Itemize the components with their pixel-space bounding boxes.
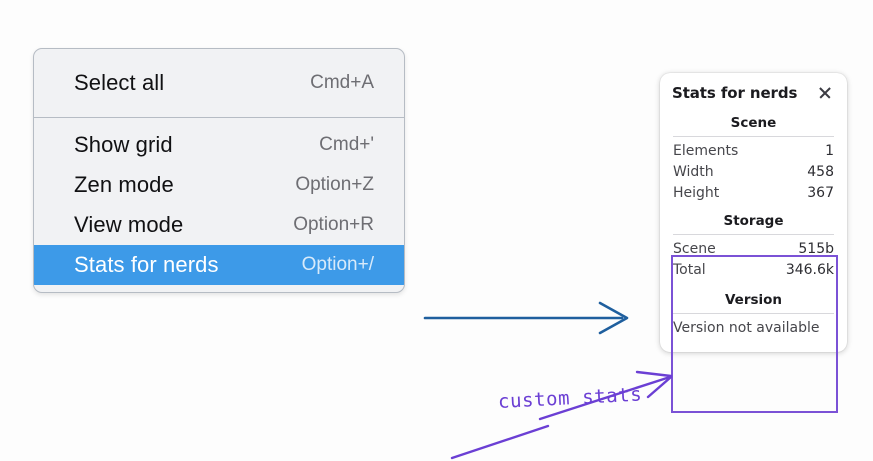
stats-panel-title: Stats for nerds xyxy=(672,84,798,102)
purple-underline-stroke xyxy=(450,424,550,460)
stat-key: Scene xyxy=(673,240,716,257)
section-divider xyxy=(673,136,834,137)
menu-item-shortcut: Cmd+' xyxy=(319,134,374,155)
stats-section-version: Version Version not available xyxy=(672,289,835,338)
menu-item-shortcut: Option+R xyxy=(293,214,374,235)
stat-value: 367 xyxy=(807,184,834,201)
section-title-storage: Storage xyxy=(723,213,784,229)
stat-row-elements: Elements 1 xyxy=(672,140,835,161)
menu-item-zen-mode[interactable]: Zen mode Option+Z xyxy=(34,165,404,205)
canvas-context-menu[interactable]: Select all Cmd+A Show grid Cmd+' Zen mod… xyxy=(33,48,405,293)
stats-section-scene: Scene Elements 1 Width 458 Height 367 xyxy=(672,112,835,203)
stat-row-storage-scene: Scene 515b xyxy=(672,238,835,259)
section-divider xyxy=(673,234,834,235)
stats-panel-header: Stats for nerds xyxy=(672,84,835,102)
menu-item-label: View mode xyxy=(74,212,184,237)
menu-separator xyxy=(34,117,404,118)
menu-item-label: Stats for nerds xyxy=(74,252,219,277)
menu-item-shortcut: Option+Z xyxy=(295,174,374,195)
stats-for-nerds-panel[interactable]: Stats for nerds Scene Elements 1 Width 4… xyxy=(660,73,847,352)
blue-arrow xyxy=(423,301,629,335)
stat-value: 1 xyxy=(825,142,834,159)
stat-key: Height xyxy=(673,184,720,201)
menu-item-label: Select all xyxy=(74,70,165,95)
stat-row-height: Height 367 xyxy=(672,182,835,203)
stat-key: Elements xyxy=(673,142,739,159)
menu-item-view-mode[interactable]: View mode Option+R xyxy=(34,205,404,245)
stat-row-version: Version not available xyxy=(672,317,835,338)
menu-item-label: Zen mode xyxy=(74,172,174,197)
section-divider xyxy=(673,313,834,314)
menu-item-select-all[interactable]: Select all Cmd+A xyxy=(34,63,404,103)
menu-item-shortcut: Cmd+A xyxy=(310,72,374,93)
menu-group-2: Show grid Cmd+' Zen mode Option+Z View m… xyxy=(34,118,404,292)
menu-item-shortcut: Option+/ xyxy=(301,254,374,275)
section-title-scene: Scene xyxy=(730,115,777,131)
stats-section-storage: Storage Scene 515b Total 346.6k xyxy=(672,210,835,280)
stat-row-storage-total: Total 346.6k xyxy=(672,259,835,280)
stat-value: 458 xyxy=(807,163,834,180)
stat-key: Width xyxy=(673,163,714,180)
custom-stats-handwriting-label: custom stats xyxy=(497,383,643,413)
stat-value: 346.6k xyxy=(785,261,834,278)
stat-row-width: Width 458 xyxy=(672,161,835,182)
close-icon[interactable] xyxy=(817,85,833,101)
stat-value: 515b xyxy=(798,240,834,257)
menu-item-stats-for-nerds[interactable]: Stats for nerds Option+/ xyxy=(34,245,404,285)
stat-key: Total xyxy=(673,261,706,278)
menu-item-show-grid[interactable]: Show grid Cmd+' xyxy=(34,125,404,165)
stat-key: Version not available xyxy=(673,319,820,336)
menu-group-1: Select all Cmd+A xyxy=(34,49,404,117)
section-title-version: Version xyxy=(724,292,783,308)
menu-item-label: Show grid xyxy=(74,132,173,157)
